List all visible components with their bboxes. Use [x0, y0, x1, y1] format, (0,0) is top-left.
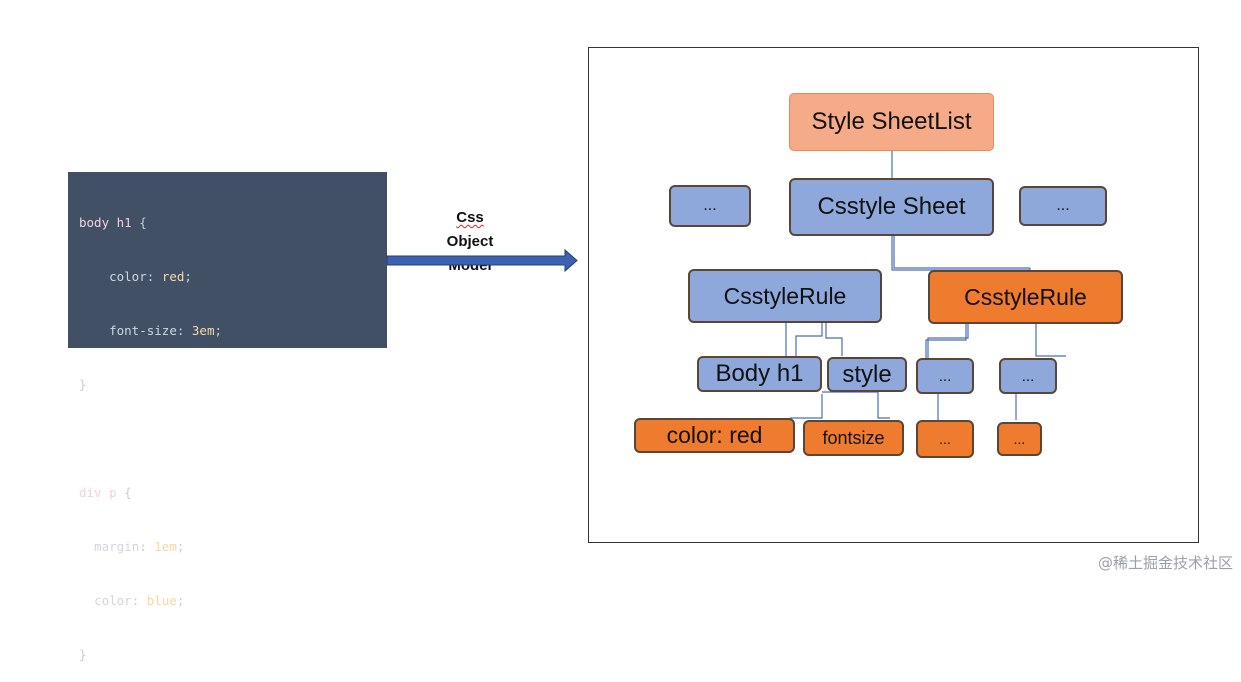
code-selector-1: body h1	[79, 215, 132, 230]
node-cssstylesheet: Csstyle Sheet	[789, 178, 994, 236]
code-value: red	[161, 269, 185, 284]
code-prop: color	[94, 593, 132, 608]
code-brace-close-2: }	[79, 647, 87, 662]
ellipsis-label: ...	[1013, 431, 1026, 447]
node-stylesheetlist: Style SheetList	[789, 93, 994, 151]
node-orange-small-1: ...	[916, 420, 974, 458]
node-selector-text-label: Body h1	[715, 360, 804, 387]
node-cssstylesheet-label: Csstyle Sheet	[817, 193, 966, 220]
node-style-label: style	[842, 360, 892, 388]
node-blue-small-1: ...	[916, 358, 974, 394]
node-decl-fontsize: fontsize	[803, 420, 904, 456]
code-brace-close-1: }	[79, 377, 87, 392]
code-value: 3em	[191, 323, 215, 338]
ellipsis-label: ...	[703, 197, 717, 214]
node-cssstylerule-orange-label: CsstyleRule	[964, 283, 1087, 310]
code-selector-2: div p	[79, 485, 117, 500]
code-prop: margin	[94, 539, 140, 554]
code-value: blue	[146, 593, 177, 608]
node-cssstylerule-orange: CsstyleRule	[928, 270, 1123, 324]
ellipsis-label: ...	[1056, 197, 1070, 214]
node-stylesheetlist-label: Style SheetList	[811, 108, 972, 135]
arrow-label-css: Css	[456, 209, 484, 226]
code-brace-open-1: {	[139, 215, 147, 230]
code-prop: color	[109, 269, 147, 284]
arrow-label-object: Object	[446, 233, 494, 250]
code-value: 1em	[154, 539, 177, 554]
node-style: style	[827, 357, 907, 392]
ellipsis-label: ...	[1021, 367, 1035, 385]
node-decl-fontsize-label: fontsize	[822, 427, 885, 448]
node-sibling-left: ...	[669, 185, 751, 227]
node-orange-small-2: ...	[997, 422, 1042, 456]
node-blue-small-2: ...	[999, 358, 1057, 394]
code-prop: font-size	[109, 323, 177, 338]
right-arrow-icon	[386, 248, 578, 273]
node-selector-text: Body h1	[697, 356, 822, 392]
node-decl-color-label: color: red	[666, 422, 763, 448]
code-brace-open-2: {	[124, 485, 132, 500]
ellipsis-label: ...	[938, 367, 952, 385]
tree-connectors	[785, 150, 1066, 420]
watermark: @稀土掘金技术社区	[1097, 554, 1233, 572]
node-decl-color: color: red	[634, 418, 795, 453]
node-cssstylerule-blue: CsstyleRule	[688, 269, 882, 323]
node-sibling-right: ...	[1019, 186, 1107, 226]
node-cssstylerule-blue-label: CsstyleRule	[723, 282, 847, 309]
ellipsis-label: ...	[939, 431, 951, 447]
